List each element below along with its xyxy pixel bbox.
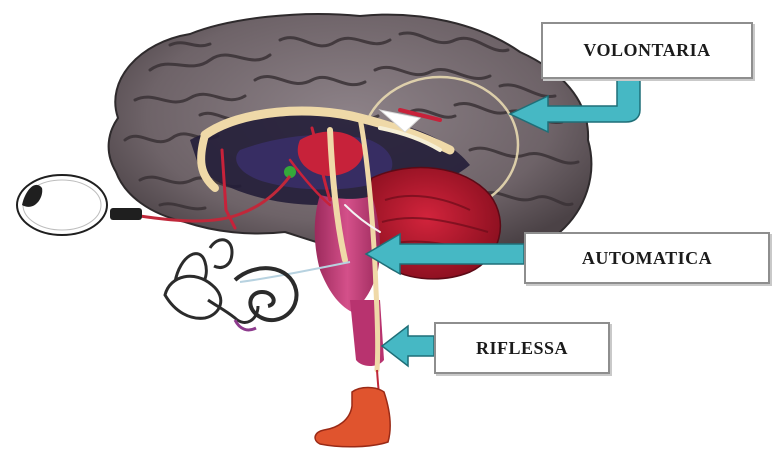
foot-icon bbox=[315, 370, 390, 447]
label-automatica: AUTOMATICA bbox=[524, 232, 770, 284]
arrow-riflessa bbox=[382, 326, 434, 366]
label-volontaria: VOLONTARIA bbox=[541, 22, 753, 79]
label-riflessa: RIFLESSA bbox=[434, 322, 610, 374]
